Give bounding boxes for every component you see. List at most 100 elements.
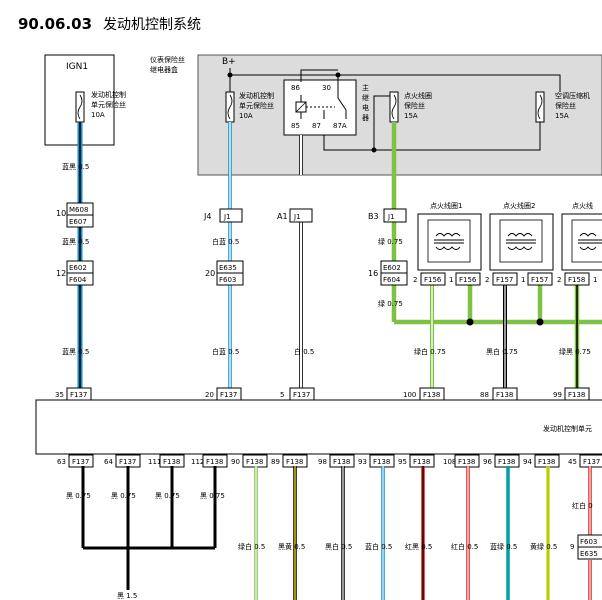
ecu-bottom-pin: 90 F138 bbox=[231, 454, 268, 468]
conn-10-top: M608 bbox=[69, 206, 88, 214]
page-title: 发动机控制系统 bbox=[103, 17, 201, 33]
ac-fuse-rating: 15A bbox=[555, 112, 569, 120]
conn-16-bot: F604 bbox=[383, 276, 401, 284]
svg-text:88: 88 bbox=[480, 391, 489, 399]
svg-text:5: 5 bbox=[280, 391, 284, 399]
svg-text:F137: F137 bbox=[70, 391, 87, 399]
wire-label-whblue-2: 白蓝 0.5 bbox=[212, 347, 239, 356]
svg-text:100: 100 bbox=[403, 391, 416, 399]
coil3-conn-a bbox=[564, 272, 590, 286]
ignition-coil-2: 点火线圈2 bbox=[489, 201, 554, 271]
svg-text:95: 95 bbox=[398, 458, 407, 466]
conn-10-bot: E607 bbox=[69, 218, 87, 226]
wire-label-bottom: 黑 0.75 bbox=[155, 492, 180, 500]
coil2-conn-a bbox=[492, 272, 518, 286]
svg-text:35: 35 bbox=[55, 391, 64, 399]
svg-text:F137: F137 bbox=[220, 391, 237, 399]
relay-pin-30: 30 bbox=[322, 84, 331, 92]
svg-text:F138: F138 bbox=[163, 458, 180, 466]
wire-label-bottom: 蓝白 0.5 bbox=[365, 542, 392, 551]
ign1-fuse-name1: 发动机控制 bbox=[91, 90, 126, 99]
ign1-fuse-rating: 10A bbox=[91, 111, 105, 119]
coil2-pin1: 1 bbox=[521, 276, 525, 284]
coil1-conn-b bbox=[455, 272, 481, 286]
connector-j4 bbox=[219, 208, 243, 223]
svg-text:F137: F137 bbox=[583, 458, 600, 466]
conn-a1-box: J1 bbox=[293, 213, 301, 221]
svg-text:94: 94 bbox=[523, 458, 532, 466]
wire-label-whblue-1: 白蓝 0.5 bbox=[212, 237, 239, 246]
svg-text:F138: F138 bbox=[246, 458, 263, 466]
coil2-name: 点火线圈2 bbox=[503, 201, 535, 210]
svg-text:F138: F138 bbox=[423, 391, 440, 399]
section-number: 90.06.03 bbox=[18, 15, 92, 33]
relay-pin-86: 86 bbox=[291, 84, 300, 92]
wire-label-green-2: 绿 0.75 bbox=[378, 299, 403, 308]
ign1-label: IGN1 bbox=[66, 62, 88, 72]
ecu-label: 发动机控制单元 bbox=[543, 424, 592, 433]
wire-label-white: 白 0.5 bbox=[294, 347, 314, 356]
ign-coil-fuse-rating: 15A bbox=[404, 112, 418, 120]
conn-right-bot: E635 bbox=[580, 550, 598, 558]
svg-text:F137: F137 bbox=[293, 391, 310, 399]
connector-b3 bbox=[383, 208, 407, 223]
svg-text:F138: F138 bbox=[538, 458, 555, 466]
svg-text:90: 90 bbox=[231, 458, 240, 466]
conn-16-top: E602 bbox=[383, 264, 401, 272]
wire-label-bluebk-1: 蓝黑 0.5 bbox=[62, 162, 89, 171]
conn-right-top: F603 bbox=[580, 538, 597, 546]
svg-text:F138: F138 bbox=[413, 458, 430, 466]
svg-text:63: 63 bbox=[57, 458, 66, 466]
conn-16-pin: 16 bbox=[368, 269, 378, 278]
wire-label-ground: 黑 1.5 bbox=[117, 592, 137, 600]
svg-text:F138: F138 bbox=[496, 391, 513, 399]
svg-text:F138: F138 bbox=[286, 458, 303, 466]
connector-a1 bbox=[289, 208, 313, 223]
ecu-bottom-pin: 94 F138 bbox=[523, 454, 560, 468]
wire-label-bottom: 红黑 0.5 bbox=[405, 542, 432, 551]
svg-text:F138: F138 bbox=[333, 458, 350, 466]
svg-text:99: 99 bbox=[553, 391, 562, 399]
wire-label-redwhite-right: 红白 0 bbox=[572, 501, 593, 510]
ecu-top-pin: 35 F137 bbox=[55, 387, 92, 401]
ecu-top-pin: 5 F137 bbox=[280, 387, 315, 401]
coil1-pin1: 1 bbox=[449, 276, 453, 284]
svg-text:F138: F138 bbox=[458, 458, 475, 466]
ign-coil-fuse-name2: 保险丝 bbox=[404, 101, 425, 110]
wire-label-bottom: 绿白 0.5 bbox=[238, 542, 265, 551]
svg-text:F138: F138 bbox=[568, 391, 585, 399]
coil1-pin2: 2 bbox=[413, 276, 417, 284]
conn-b3-box: J1 bbox=[387, 213, 395, 221]
coil2-conn-b-label: F157 bbox=[531, 276, 548, 284]
svg-text:96: 96 bbox=[483, 458, 492, 466]
ecu-block bbox=[35, 399, 602, 455]
ecu-top-pin: 99 F138 bbox=[553, 387, 590, 401]
bplus-label: B+ bbox=[222, 57, 236, 67]
conn-10-pin: 10 bbox=[56, 209, 66, 218]
svg-text:64: 64 bbox=[104, 458, 113, 466]
svg-text:108: 108 bbox=[443, 458, 456, 466]
main-relay-label-4: 器 bbox=[362, 114, 369, 122]
ignition-coil-1: 点火线圈1 bbox=[417, 201, 482, 271]
wire-label-bottom: 黑 0.75 bbox=[200, 492, 225, 500]
conn-12-bot: F604 bbox=[69, 276, 87, 284]
ecu-top-pin: 88 F138 bbox=[480, 387, 518, 401]
wire-label-bottom: 红白 0.5 bbox=[451, 542, 478, 551]
coil2-conn-b bbox=[527, 272, 553, 286]
conn-j4-name: J4 bbox=[203, 212, 211, 221]
svg-text:F138: F138 bbox=[206, 458, 223, 466]
svg-text:F137: F137 bbox=[119, 458, 136, 466]
ign1-fuse-name2: 单元保险丝 bbox=[91, 100, 126, 109]
conn-a1-name: A1 bbox=[277, 212, 288, 221]
coil3-conn-a-label: F158 bbox=[568, 276, 585, 284]
ecu-fuse-rating: 10A bbox=[239, 112, 253, 120]
main-relay-label-3: 电 bbox=[362, 103, 369, 112]
conn-12-top: E602 bbox=[69, 264, 87, 272]
